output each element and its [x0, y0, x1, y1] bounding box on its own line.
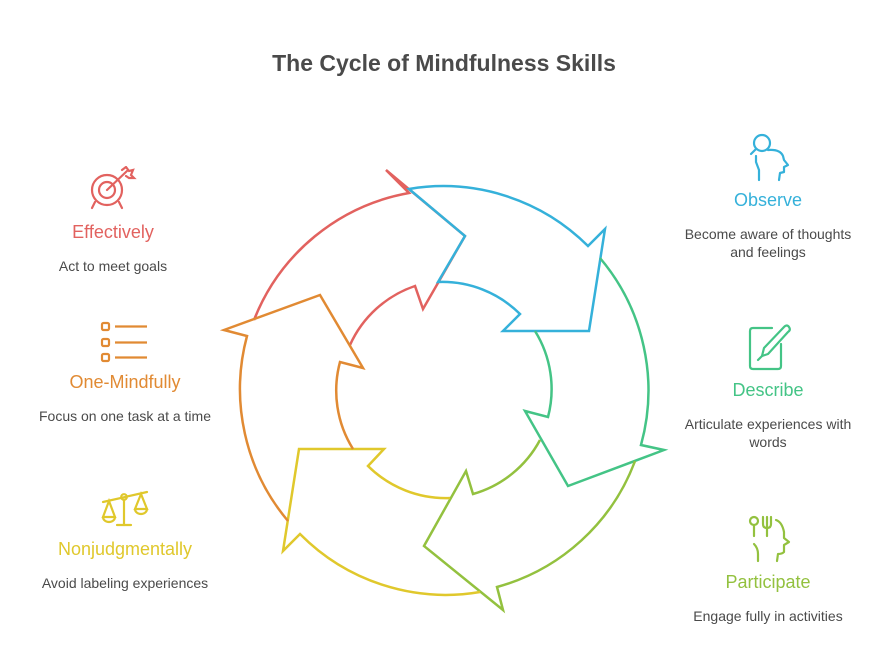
skill-observe-label: Observe [733, 190, 803, 210]
skill-nonjudgmentally-label: Nonjudgmentally [57, 539, 193, 559]
skill-effectively: Effectively Act to meet goals [23, 166, 203, 275]
skill-observe-description: Become aware of thoughts and feelings [684, 226, 852, 260]
notepad-pen-icon [748, 324, 791, 371]
skill-nonjudgmentally: Nonjudgmentally Avoid labeling experienc… [35, 487, 215, 592]
cycle-arrow-nonjudgmentally [281, 447, 481, 597]
skill-describe: Describe Articulate experiences with wor… [678, 322, 858, 451]
checklist-icon [100, 321, 147, 363]
skill-one-mindfully-description: Focus on one task at a time [39, 408, 211, 424]
diagram-title: The Cycle of Mindfulness Skills [272, 50, 616, 76]
skill-one-mindfully: One-Mindfully Focus on one task at a tim… [35, 320, 215, 425]
skill-nonjudgmentally-description: Avoid labeling experiences [41, 575, 209, 591]
skill-describe-description: Articulate experiences with words [684, 416, 852, 450]
head-utensils-icon [748, 515, 791, 563]
skill-effectively-description: Act to meet goals [58, 258, 168, 274]
cycle-arrow-participate [422, 439, 637, 614]
balance-scale-icon [101, 490, 149, 527]
skill-participate-description: Engage fully in activities [693, 608, 843, 624]
skill-effectively-label: Effectively [72, 222, 154, 242]
person-magnifier-icon [749, 133, 790, 182]
skill-one-mindfully-label: One-Mindfully [69, 372, 181, 392]
cycle-arrow-one-mindfully [219, 293, 366, 522]
skill-participate-label: Participate [725, 572, 811, 592]
cycle-arrow-describe [522, 257, 669, 488]
cycle-arrow-observe [406, 184, 607, 333]
cycle-arrow-effectively [252, 169, 467, 346]
skill-describe-label: Describe [732, 380, 804, 400]
target-arrow-icon [90, 166, 137, 210]
skill-participate: Participate Engage fully in activities [678, 514, 858, 625]
skill-observe: Observe Become aware of thoughts and fee… [678, 132, 858, 261]
